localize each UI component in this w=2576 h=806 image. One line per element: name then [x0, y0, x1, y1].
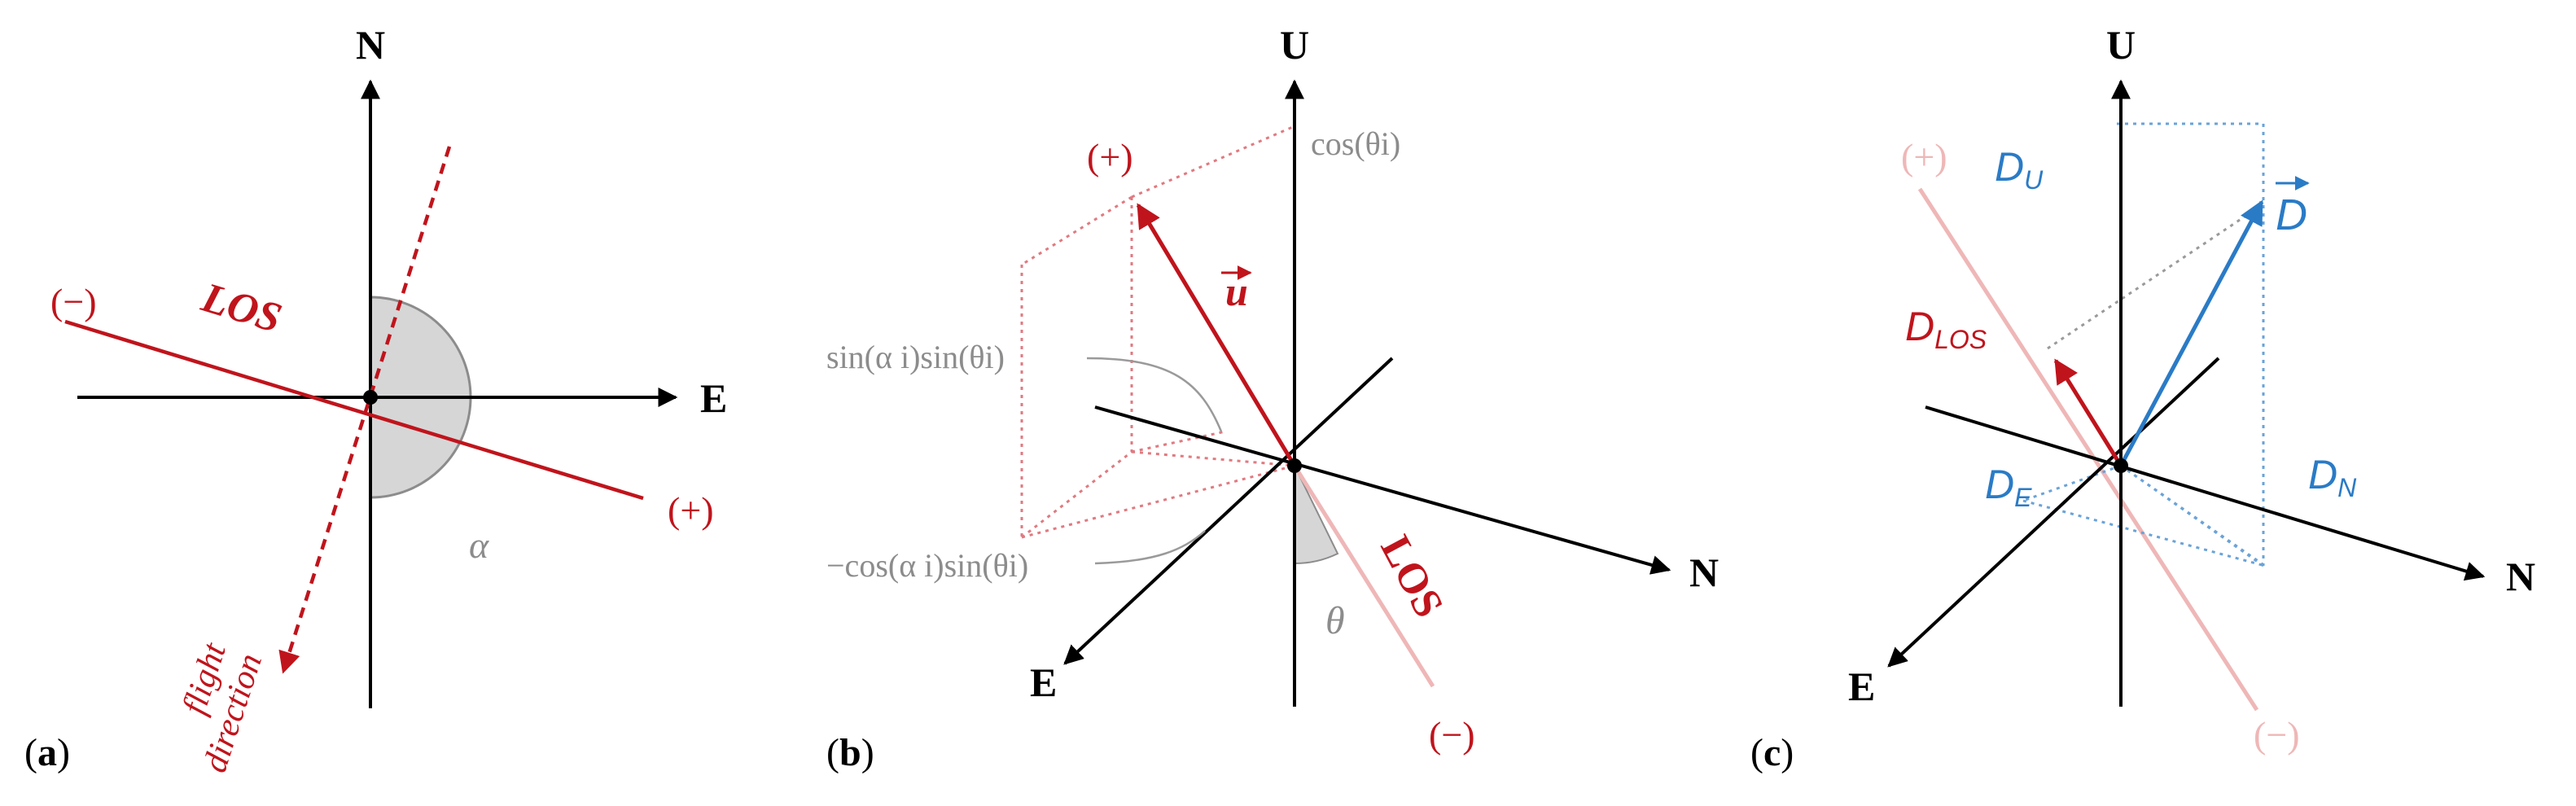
origin-dot	[363, 390, 378, 405]
dlos-label: DLOS	[1905, 304, 1987, 354]
plus-label-c: (+)	[1901, 136, 1947, 177]
sin-label: sin(α i)sin(θi)	[826, 339, 1005, 375]
east-label: E	[700, 375, 727, 421]
north-label-b: N	[1689, 550, 1719, 595]
unit-vector-u	[1136, 203, 1297, 467]
east-label-c: E	[1848, 664, 1875, 709]
panel-c-label: (c)	[1750, 731, 1794, 774]
du-label: DU	[1995, 144, 2044, 195]
origin-dot-c	[2114, 458, 2128, 473]
plus-label: (+)	[668, 489, 714, 531]
east-label-b: E	[1030, 659, 1057, 705]
east-axis-c	[1887, 357, 2220, 668]
component-dotted-lines	[2022, 122, 2266, 567]
alpha-label: α	[469, 524, 489, 566]
minus-label-c: (−)	[2254, 714, 2300, 756]
theta-sector	[1294, 465, 1339, 565]
north-axis-c	[1925, 405, 2486, 581]
panel-a-label: (a)	[24, 731, 70, 774]
panel-b: U N E (+) (−) u LOS θ cos(θi) sin(α i)si…	[826, 22, 1719, 774]
los-displacement-vector	[2053, 358, 2123, 467]
los-faded-line-c	[1917, 187, 2259, 712]
los-line	[64, 319, 644, 501]
panel-a: N E LOS (−) (+) α flight direction (a)	[24, 22, 727, 777]
u-vector-text: u	[1225, 269, 1248, 314]
u-vector-label: u	[1221, 265, 1252, 314]
projection-dotted-line	[2047, 204, 2263, 350]
cos-label: cos(θi)	[1311, 125, 1400, 162]
flight-direction-arrow	[278, 146, 452, 674]
d-vector-text: D	[2276, 191, 2307, 239]
theta-label: θ	[1325, 599, 1345, 642]
minus-label-b: (−)	[1429, 714, 1475, 756]
panel-c: U N E (+) (−) D DU DLOS DE DN (c)	[1750, 22, 2535, 774]
origin-dot-b	[1287, 458, 1302, 473]
plus-label-b: (+)	[1087, 136, 1133, 177]
negcos-label: −cos(α i)sin(θi)	[826, 547, 1028, 584]
displacement-vector-d	[2118, 199, 2264, 467]
east-axis-b	[1063, 357, 1394, 665]
up-label-c: U	[2106, 22, 2136, 68]
panel-b-label: (b)	[826, 731, 874, 774]
north-label-c: N	[2506, 554, 2535, 599]
negcos-leader-line	[1094, 530, 1206, 565]
minus-label: (−)	[50, 281, 97, 322]
de-label: DE	[1985, 462, 2032, 512]
north-axis-b	[1094, 405, 1671, 575]
dn-label: DN	[2308, 452, 2357, 502]
flight-direction-label: flight direction	[176, 637, 269, 777]
sin-leader-line	[1086, 357, 1223, 432]
up-label-b: U	[1280, 22, 1309, 68]
d-vector-label: D	[2276, 176, 2310, 239]
los-faded-line	[1292, 464, 1435, 688]
los-label: LOS	[196, 274, 287, 343]
projection-dotted-lines	[1020, 125, 1295, 539]
north-label: N	[356, 22, 385, 68]
